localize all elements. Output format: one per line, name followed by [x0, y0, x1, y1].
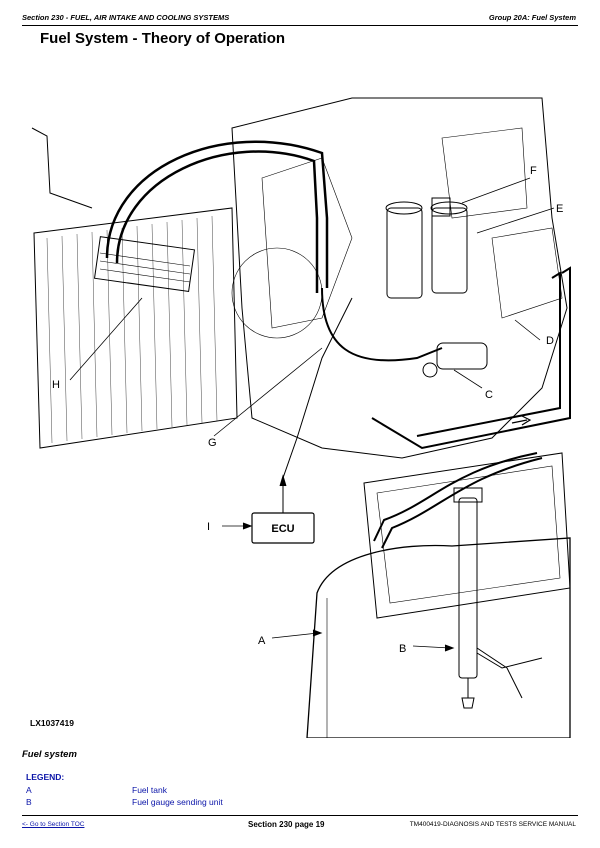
callout-f: F [530, 165, 537, 177]
legend-title: LEGEND: [26, 772, 65, 782]
legend-text: Fuel tank [132, 785, 167, 795]
callout-g: G [208, 437, 217, 449]
callout-e: E [556, 203, 563, 215]
fuel-pump [422, 342, 488, 378]
fuel-filters [385, 197, 468, 299]
callout-d: D [546, 335, 554, 347]
page-number: Section 230 page 19 [248, 820, 325, 829]
callout-a: A [258, 635, 266, 647]
fuel-system-illustration: F E D C H G I A B ECU [31, 97, 571, 738]
legend-item: A Fuel tank [26, 785, 167, 795]
legend-item: B Fuel gauge sending unit [26, 797, 223, 807]
manual-name: TM400419-DIAGNOSIS AND TESTS SERVICE MAN… [409, 821, 576, 828]
section-header: Section 230 - FUEL, AIR INTAKE AND COOLI… [22, 13, 230, 22]
figure-caption: Fuel system [22, 749, 77, 760]
legend-text: Fuel gauge sending unit [132, 797, 223, 807]
footer-divider [22, 815, 578, 816]
callout-h: H [52, 379, 60, 391]
ecu-label: ECU [271, 523, 294, 535]
header-divider [22, 25, 578, 26]
radiator-core [33, 207, 238, 449]
fuel-tank [306, 537, 571, 738]
callout-i: I [207, 521, 210, 533]
legend-key: B [26, 797, 32, 807]
page-title: Fuel System - Theory of Operation [40, 30, 286, 47]
fuel-gauge-sending-unit [453, 487, 543, 709]
fuel-cooler [93, 236, 196, 293]
legend-key: A [26, 785, 32, 795]
callout-b: B [399, 643, 406, 655]
group-header: Group 20A: Fuel System [488, 13, 576, 22]
figure-id: LX1037419 [30, 718, 74, 728]
callout-c: C [485, 389, 493, 401]
go-to-section-toc-link[interactable]: <- Go to Section TOC [22, 821, 85, 828]
